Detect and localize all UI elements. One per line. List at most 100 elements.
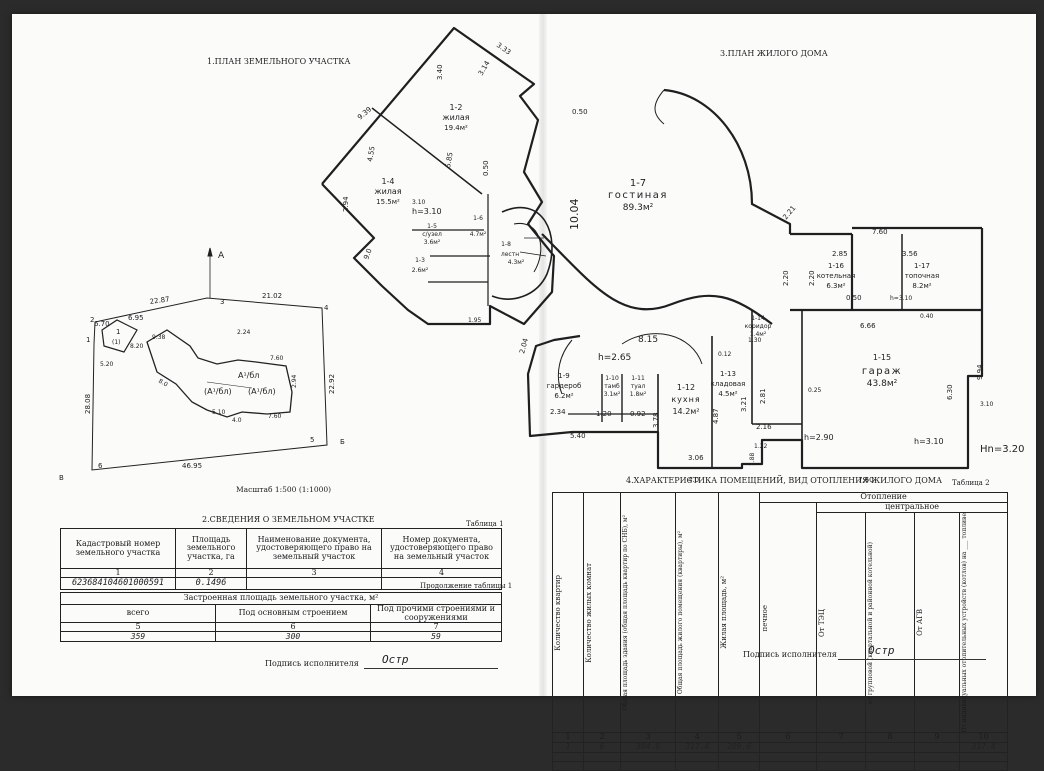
t2-group-boiler-value bbox=[865, 741, 916, 753]
land-info-table: Кадастровый номер земельного участка Пло… bbox=[60, 528, 502, 591]
t2-col-num: 8 bbox=[865, 732, 916, 743]
svg-text:43.8м²: 43.8м² bbox=[867, 379, 898, 389]
svg-text:10.04: 10.04 bbox=[568, 199, 581, 231]
svg-text:1-9: 1-9 bbox=[558, 372, 569, 380]
svg-text:9.38: 9.38 bbox=[152, 334, 166, 341]
svg-text:6.95: 6.95 bbox=[128, 314, 144, 322]
house-floor-plan: 3.33 3.14 3.40 9.39 4.55 5.85 0.50 0.50 … bbox=[321, 26, 1025, 484]
svg-text:h=2.65: h=2.65 bbox=[598, 353, 631, 363]
svg-text:28.08: 28.08 bbox=[84, 394, 92, 414]
land-col-num: 4 bbox=[381, 567, 502, 579]
t2-col-num: 2 bbox=[583, 732, 621, 743]
svg-text:(А¹/бл): (А¹/бл) bbox=[204, 387, 232, 396]
svg-text:8.2м²: 8.2м² bbox=[912, 282, 931, 290]
land-header-cadastral: Кадастровый номер земельного участка bbox=[60, 528, 176, 569]
svg-text:1-3: 1-3 bbox=[415, 257, 425, 264]
svg-text:22.87: 22.87 bbox=[149, 295, 170, 306]
built-main-value: 300 bbox=[215, 631, 371, 643]
svg-text:гараж: гараж bbox=[862, 366, 902, 377]
svg-text:4.87: 4.87 bbox=[712, 408, 720, 424]
svg-text:тамб: тамб bbox=[604, 383, 620, 390]
t2-header-group-boiler: от групповой (квартальной и районной кот… bbox=[867, 541, 875, 704]
t2-header-living-area: Жилая площадь, м² bbox=[720, 576, 729, 650]
svg-text:4.0: 4.0 bbox=[688, 476, 699, 484]
svg-text:3.10: 3.10 bbox=[980, 401, 994, 408]
table2-section-title: 4.ХАРАКТЕРИСТИКА ПОМЕЩЕНИЙ, ВИД ОТОПЛЕНИ… bbox=[626, 476, 943, 485]
svg-text:7.60: 7.60 bbox=[270, 355, 284, 362]
land-plan-scale: Масштаб 1:500 (1:1000) bbox=[236, 485, 332, 494]
svg-text:19.4м²: 19.4м² bbox=[444, 124, 468, 132]
svg-text:3.21: 3.21 bbox=[740, 396, 748, 412]
land-plan-title: 1.ПЛАН ЗЕМЕЛЬНОГО УЧАСТКА bbox=[207, 57, 351, 66]
t2-header-total-area-dwelling: Общая площадь жилого помещения (квартиры… bbox=[677, 531, 685, 695]
svg-text:8.15: 8.15 bbox=[638, 335, 658, 345]
svg-text:5.20: 5.20 bbox=[100, 361, 114, 368]
svg-text:21.02: 21.02 bbox=[262, 292, 282, 300]
svg-text:1.20: 1.20 bbox=[596, 410, 612, 418]
svg-text:3.14: 3.14 bbox=[477, 59, 492, 77]
built-col-num: 7 bbox=[370, 621, 502, 633]
t2-header-central: центральное bbox=[816, 502, 1008, 513]
svg-text:1.95: 1.95 bbox=[468, 317, 482, 324]
t2-header-apartments: Количество квартир bbox=[554, 574, 562, 651]
signature-label-right: Подпись исполнителя bbox=[743, 650, 837, 659]
svg-text:0.50: 0.50 bbox=[846, 294, 862, 302]
svg-text:6.70: 6.70 bbox=[94, 320, 110, 328]
t2-header-total-area-building: Общая площадь здания (общая площадь квар… bbox=[622, 514, 629, 711]
svg-text:1-16: 1-16 bbox=[828, 262, 844, 270]
svg-text:1-11: 1-11 bbox=[631, 375, 645, 382]
land-header-doc-number: Номер документа, удостоверяющего право н… bbox=[381, 528, 502, 569]
built-header-total: всего bbox=[60, 604, 216, 623]
svg-text:2.94: 2.94 bbox=[291, 374, 298, 388]
t2-header-heating: Отопление bbox=[759, 492, 1008, 503]
signature-label-left: Подпись исполнителя bbox=[265, 659, 359, 668]
svg-text:h=2.90: h=2.90 bbox=[804, 433, 834, 442]
t2-chp-value bbox=[816, 741, 867, 753]
built-area-table: Застроенная площадь земельного участка, … bbox=[60, 592, 502, 643]
t2-total-building-value: 384.9 bbox=[619, 741, 677, 753]
svg-text:9.0: 9.0 bbox=[362, 247, 373, 260]
house-outline bbox=[146, 329, 293, 418]
svg-text:1-10: 1-10 bbox=[605, 375, 619, 382]
t2-col-num: 4 bbox=[675, 732, 720, 743]
svg-text:1-17: 1-17 bbox=[914, 262, 930, 270]
svg-text:2.81: 2.81 bbox=[759, 388, 767, 404]
svg-text:1-15: 1-15 bbox=[873, 353, 891, 362]
svg-text:4.55: 4.55 bbox=[366, 146, 377, 163]
svg-text:1.30: 1.30 bbox=[748, 337, 762, 344]
scanned-document-sheet: 1.ПЛАН ЗЕМЕЛЬНОГО УЧАСТКА 1 2 3 4 5 6 Б … bbox=[12, 14, 1036, 771]
svg-text:15.5м²: 15.5м² bbox=[376, 198, 400, 206]
t2-living-area-value: 209.6 bbox=[718, 741, 761, 753]
svg-text:коридор: коридор bbox=[745, 323, 772, 330]
built-col-num: 6 bbox=[215, 621, 371, 633]
signature-line-left bbox=[364, 668, 498, 669]
svg-text:2.94: 2.94 bbox=[342, 196, 350, 212]
outbuilding-outline bbox=[101, 319, 138, 353]
svg-text:4.3м²: 4.3м² bbox=[508, 259, 525, 266]
built-total-value: 359 bbox=[60, 631, 216, 643]
signature-right: Остр bbox=[868, 644, 895, 657]
svg-text:6.3м²: 6.3м² bbox=[826, 282, 845, 290]
t2-col-num: 5 bbox=[718, 732, 761, 743]
page-fold bbox=[539, 14, 547, 696]
t2-header-agv: От АГВ bbox=[916, 609, 925, 637]
svg-text:6.2м²: 6.2м² bbox=[554, 392, 573, 400]
svg-text:4.5м²: 4.5м² bbox=[718, 390, 737, 398]
svg-text:1-4: 1-4 bbox=[381, 177, 394, 186]
svg-text:8.20: 8.20 bbox=[130, 343, 144, 350]
svg-text:89.3м²: 89.3м² bbox=[623, 203, 654, 213]
t2-col-num: 7 bbox=[816, 732, 867, 743]
corner-label-v: В bbox=[59, 474, 64, 482]
svg-text:1-12: 1-12 bbox=[677, 383, 695, 392]
doc-number-value bbox=[381, 577, 502, 591]
svg-text:2.85: 2.85 bbox=[832, 250, 848, 258]
svg-text:2.21: 2.21 bbox=[781, 204, 797, 221]
svg-text:5.40: 5.40 bbox=[570, 432, 586, 440]
svg-text:0.25: 0.25 bbox=[808, 387, 822, 394]
svg-text:0.40: 0.40 bbox=[920, 313, 934, 320]
t2-col-num: 9 bbox=[914, 732, 961, 743]
land-plot-drawing: 1 2 3 4 5 6 Б В А 22.87 21.02 6.70 6.95 … bbox=[59, 247, 345, 482]
svg-text:46.95: 46.95 bbox=[182, 462, 202, 470]
svg-text:3.33: 3.33 bbox=[495, 41, 512, 56]
land-col-num: 2 bbox=[175, 567, 247, 579]
